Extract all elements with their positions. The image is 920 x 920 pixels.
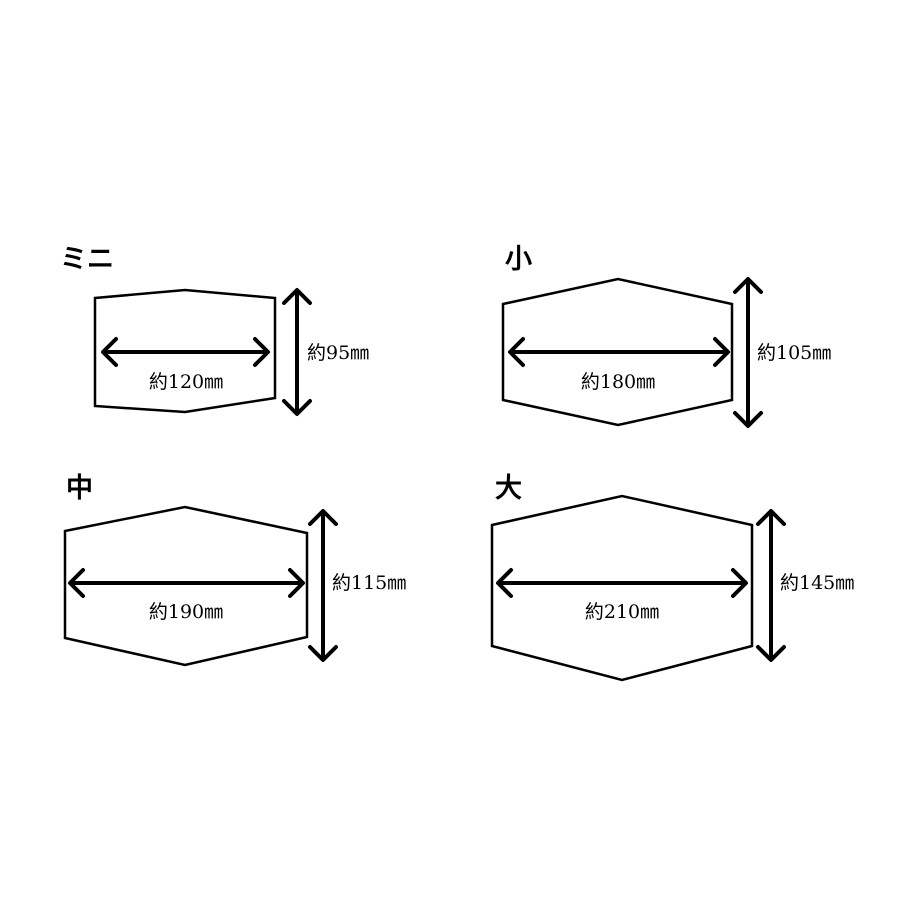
- size-panel-large: 大 約210㎜ 約145㎜: [490, 473, 854, 682]
- size-panel-medium: 中 約190㎜ 約115㎜: [63, 473, 406, 667]
- height-arrow: [282, 288, 312, 416]
- width-label: 約120㎜: [149, 371, 223, 393]
- width-arrow: [496, 568, 748, 598]
- height-label: 約95㎜: [307, 342, 369, 364]
- height-arrow: [308, 509, 338, 662]
- size-title: 小: [505, 244, 532, 275]
- width-label: 約180㎜: [581, 371, 655, 393]
- size-title: ミニ: [60, 244, 114, 275]
- width-label: 約210㎜: [585, 601, 659, 623]
- size-panel-mini: ミニ 約120㎜ 約95㎜: [60, 244, 369, 416]
- mask-outline: [63, 505, 309, 667]
- height-label: 約145㎜: [780, 572, 854, 594]
- size-title: 大: [495, 473, 522, 504]
- height-arrow: [733, 277, 763, 428]
- width-arrow: [68, 568, 305, 598]
- height-label: 約105㎜: [757, 342, 831, 364]
- width-arrow: [508, 337, 730, 367]
- height-arrow: [756, 509, 786, 662]
- height-label: 約115㎜: [332, 572, 406, 594]
- size-title: 中: [66, 473, 93, 504]
- size-panel-small: 小 約180㎜ 約105㎜: [501, 244, 831, 428]
- width-arrow: [101, 337, 270, 367]
- mask-outline: [490, 494, 754, 682]
- width-label: 約190㎜: [149, 601, 223, 623]
